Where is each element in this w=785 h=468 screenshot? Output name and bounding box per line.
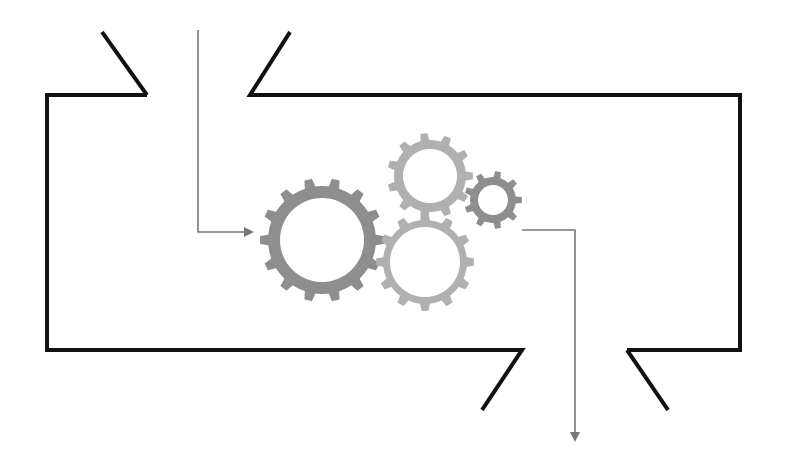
- output-arrow-icon: [522, 229, 580, 442]
- gear-bottom-hole: [390, 227, 460, 297]
- gear-large-hole: [280, 198, 364, 282]
- output-arrow-line: [522, 229, 580, 442]
- box-outline-path: [45, 30, 742, 412]
- medium-gear-top-icon: [387, 133, 473, 219]
- medium-gear-bottom-icon: [376, 213, 474, 311]
- gear-top-hole: [403, 149, 457, 203]
- small-gear-icon: [464, 171, 522, 229]
- input-arrow-icon: [197, 30, 254, 237]
- box-outline: [45, 30, 742, 412]
- gear-small-hole: [478, 185, 508, 215]
- input-arrow-line: [197, 30, 254, 237]
- large-gear-icon: [260, 178, 384, 302]
